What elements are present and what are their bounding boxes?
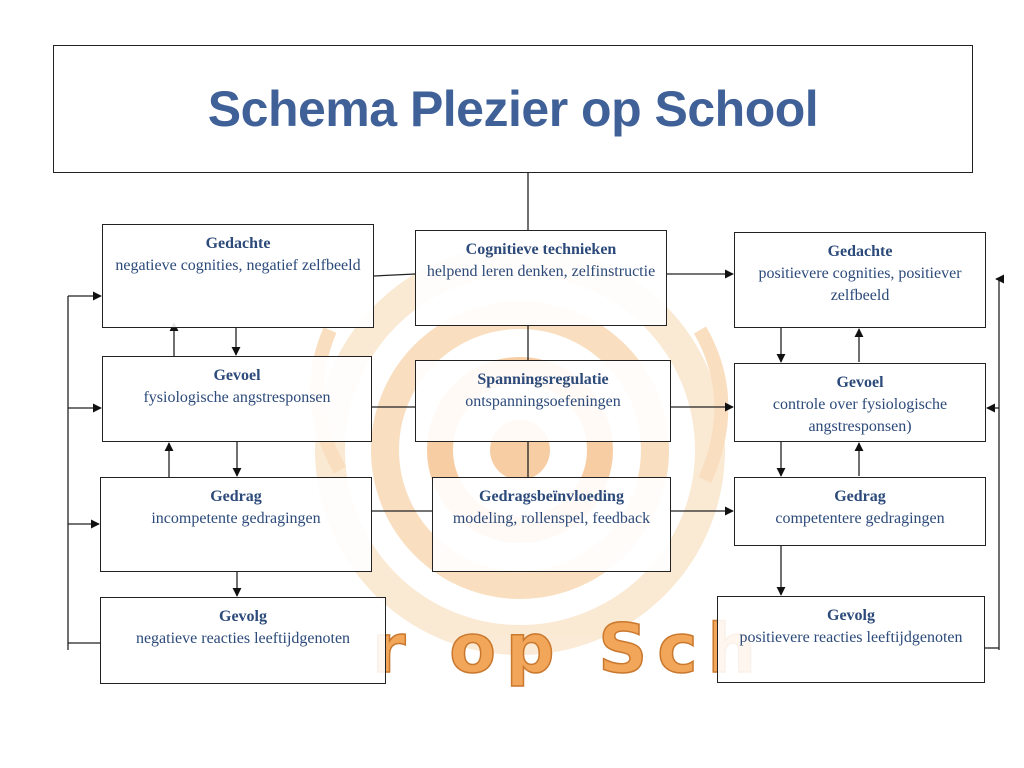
- box-description: negatieve cognities, negatief zelfbeeld: [115, 257, 361, 274]
- box-heading: Gedrag: [834, 488, 886, 505]
- box-heading: Gedrag: [210, 488, 262, 505]
- box-cognitieve-technieken: Cognitieve technieken helpend leren denk…: [415, 230, 667, 326]
- box-heading: Gedragsbeïnvloeding: [479, 488, 624, 505]
- box-gedragsbeinvloeding: Gedragsbeïnvloeding modeling, rollenspel…: [432, 477, 671, 572]
- box-description: helpend leren denken, zelfinstructie: [426, 263, 656, 280]
- box-description: fysiologische angstresponsen: [143, 389, 331, 406]
- box-heading: Gevoel: [836, 374, 884, 391]
- box-gevoel-positive: Gevoel controle over fysiologische angst…: [734, 363, 986, 442]
- box-description: controle over fysiologische angstrespons…: [772, 396, 948, 435]
- box-gedrag-negative: Gedrag incompetente gedragingen: [100, 477, 372, 572]
- box-heading: Gevolg: [219, 608, 267, 625]
- box-gedachte-negative: Gedachte negatieve cognities, negatief z…: [102, 224, 374, 328]
- box-gevoel-negative: Gevoel fysiologische angstresponsen: [102, 356, 372, 442]
- box-description: positievere cognities, positiever zelfbe…: [758, 265, 962, 304]
- box-description: competentere gedragingen: [775, 510, 945, 527]
- box-gevolg-negative: Gevolg negatieve reacties leeftijdgenote…: [100, 597, 386, 684]
- box-heading: Gedachte: [827, 243, 893, 260]
- box-heading: Gevoel: [213, 367, 261, 384]
- box-description: incompetente gedragingen: [151, 510, 321, 527]
- box-gedrag-positive: Gedrag competentere gedragingen: [734, 477, 986, 546]
- box-gedachte-positive: Gedachte positievere cognities, positiev…: [734, 232, 986, 328]
- box-description: modeling, rollenspel, feedback: [452, 510, 651, 527]
- box-heading: Cognitieve technieken: [465, 241, 617, 258]
- box-heading: Spanningsregulatie: [477, 371, 609, 388]
- box-description: negatieve reacties leeftijdgenoten: [135, 630, 351, 647]
- box-gevolg-positive: Gevolg positievere reacties leeftijdgeno…: [717, 596, 985, 683]
- box-heading: Gedachte: [205, 235, 271, 252]
- title-box: Schema Plezier op School: [53, 45, 973, 173]
- box-description: ontspanningsoefeningen: [465, 393, 621, 410]
- box-heading: Gevolg: [827, 607, 875, 624]
- box-description: positievere reacties leeftijdgenoten: [739, 629, 963, 646]
- logo-lettering: r op Sch: [372, 610, 766, 689]
- page-title: Schema Plezier op School: [207, 81, 819, 137]
- box-spanningsregulatie: Spanningsregulatie ontspanningsoefeninge…: [415, 360, 671, 442]
